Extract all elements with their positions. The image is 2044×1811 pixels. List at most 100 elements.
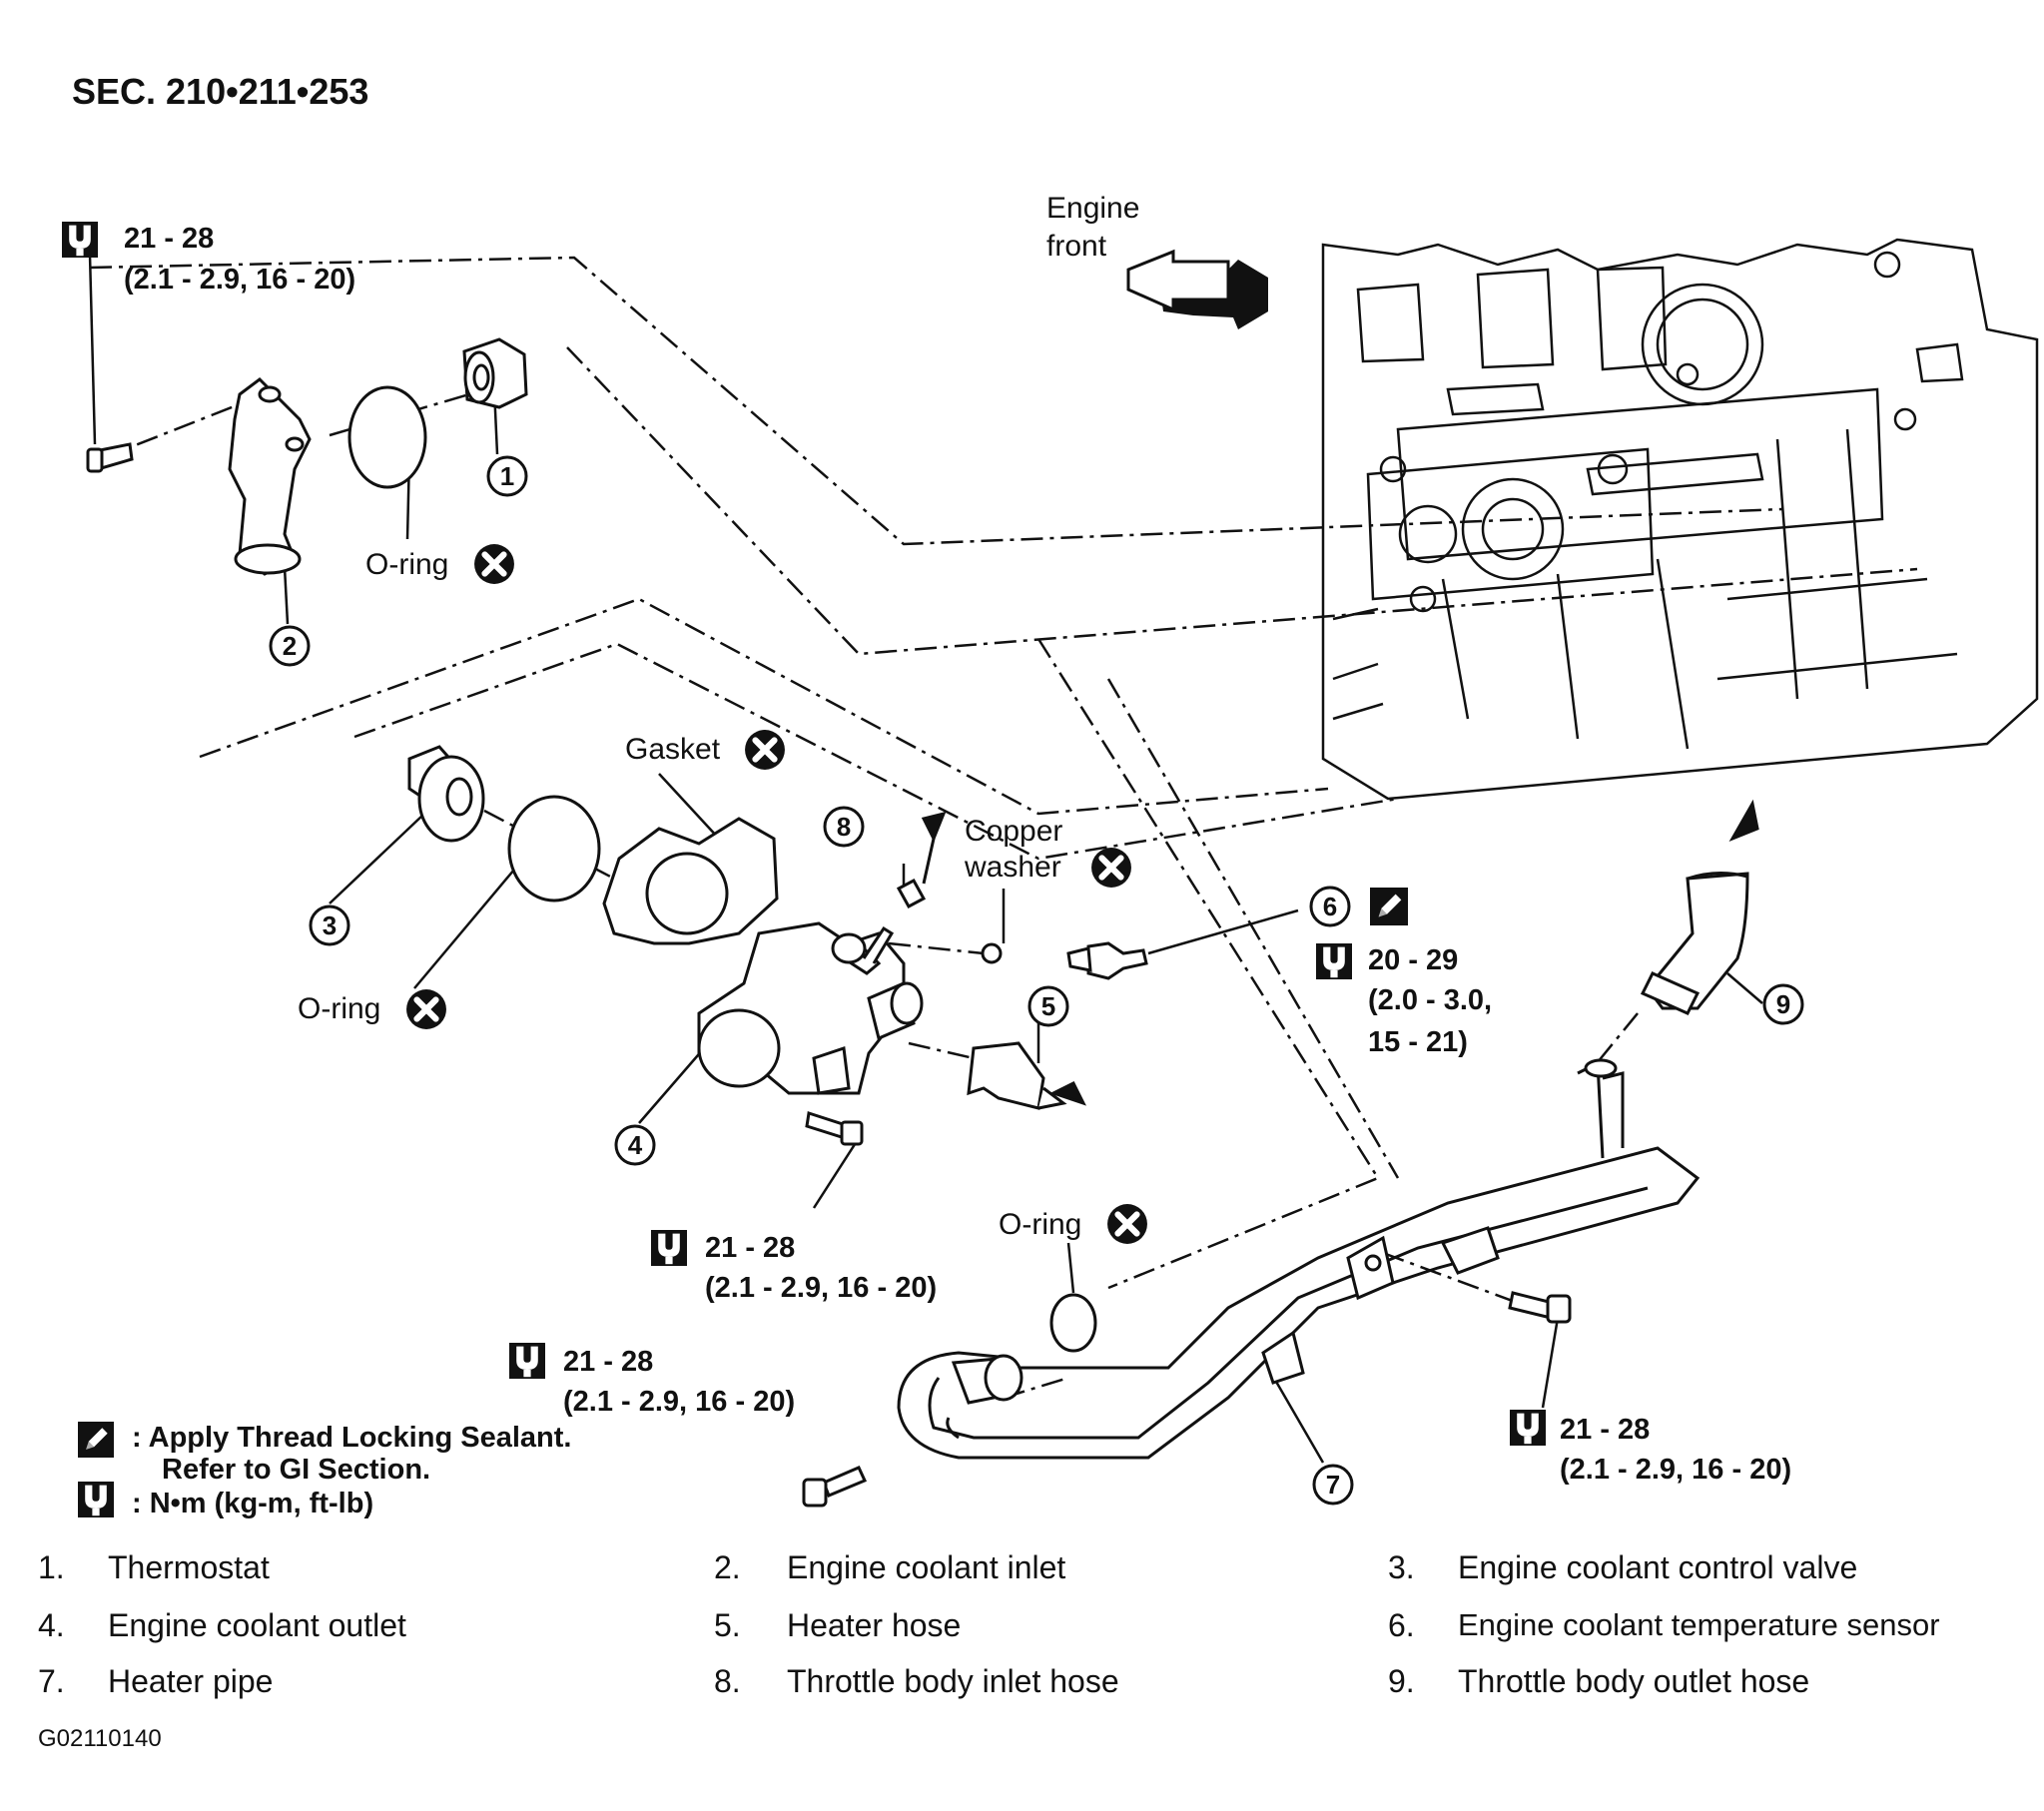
torque-icon [78,1482,114,1517]
pencil-icon [78,1422,114,1458]
torque-icon [651,1230,687,1266]
pipe-bolt-right-torque-top: 21 - 28 [1560,1414,1651,1446]
part-label-2: 2 [283,631,297,661]
x-circle-icon [1107,1204,1147,1244]
part-circle-4 [614,1124,656,1166]
legend-item-3-name: Engine coolant control valve [1458,1549,1858,1585]
part-label-3: 3 [323,910,337,940]
engine-block [1321,238,2039,801]
part-circle-7 [1312,1464,1354,1506]
x-circle-icon [406,989,446,1029]
pipe-bolt-right [1508,1291,1572,1324]
part-label-7: 7 [1326,1470,1340,1500]
housing-bolt [86,442,134,473]
torque-icon [62,222,98,258]
part-circle-5 [1027,985,1069,1027]
valve-oring [507,795,601,903]
throttle-body-inlet-hose [896,811,947,909]
thermostat [462,337,528,409]
copper-washer [981,942,1003,964]
key-torque-unit: : N•m (kg-m, ft-lb) [132,1488,374,1519]
part-label-4: 4 [628,1130,643,1160]
legend-item-2-number: 2. [714,1549,741,1585]
engine-coolant-control-valve [407,745,485,843]
legend-item-6-number: 6. [1388,1607,1415,1643]
part-circle-2 [269,625,311,667]
outlet-bolt [805,1111,864,1146]
legend-item-1-name: Thermostat [108,1549,270,1585]
key-sealant-line-2: Refer to GI Section. [162,1454,431,1486]
control-valve-boundary-inner [353,642,1399,861]
oring-label-valve: O-ring [298,992,381,1025]
outlet-to-block-line-a [1036,638,1380,1290]
torque-spec-top: 21 - 28 [124,223,215,255]
pipe-bolt-left-torque-top: 21 - 28 [563,1346,654,1378]
engine-coolant-outlet [697,921,924,1095]
pipe-oring [1049,1293,1097,1353]
upper-oring [347,385,427,489]
pipe-bolt-leader [1382,1251,1519,1305]
outlet-bolt-torque-range: (2.1 - 2.9, 16 - 20) [705,1272,938,1304]
oring-label-upper: O-ring [365,548,449,581]
part-label-1: 1 [500,461,514,491]
part-number-labels: 1 2 3 4 5 6 7 8 9 [283,461,1790,1500]
thermostat-housing-boundary [89,256,1783,546]
control-valve-boundary-outer [199,597,1329,816]
torque-icon [1316,943,1352,979]
part-label-5: 5 [1041,991,1055,1021]
pipe-bolt-left [802,1466,868,1508]
legend-item-8-name: Throttle body inlet hose [787,1663,1119,1699]
part-label-9: 9 [1776,989,1790,1019]
part-circle-8 [823,806,865,848]
pipe-bolt-right-torque-range: (2.1 - 2.9, 16 - 20) [1560,1454,1792,1486]
key-sealant-line-1: : Apply Thread Locking Sealant. [132,1422,572,1454]
copper-washer-label-1: Copper [965,815,1063,848]
gasket-port [645,852,729,935]
legend-item-9-number: 9. [1388,1663,1415,1699]
thermostat-housing-boundary-inner [566,346,1918,656]
part-circle-1 [486,455,528,497]
legend-item-5-name: Heater hose [787,1607,962,1643]
torque-icon [509,1343,545,1379]
oring-label-pipe: O-ring [999,1208,1082,1241]
part-circle-9 [1762,983,1804,1025]
engine-front-label-2: front [1046,230,1107,263]
legend-item-2-name: Engine coolant inlet [787,1549,1066,1585]
legend-item-4-number: 4. [38,1607,65,1643]
legend-item-1-number: 1. [38,1549,65,1585]
legend-item-9-name: Throttle body outlet hose [1458,1663,1810,1699]
part-label-6: 6 [1323,892,1337,921]
sensor-torque-bottom: 15 - 21) [1368,1026,1468,1058]
throttle-body-outlet-hose [1640,799,1759,1015]
legend-item-7-number: 7. [38,1663,65,1699]
engine-front-label-1: Engine [1046,192,1140,225]
pipe-bolt-left-torque-range: (2.1 - 2.9, 16 - 20) [563,1386,796,1418]
heater-hose-leader [908,1041,975,1060]
figure-id: G02110140 [38,1725,162,1752]
torque-spec-top-range: (2.1 - 2.9, 16 - 20) [124,264,356,296]
sensor-leader [888,941,985,955]
copper-washer-label-2: washer [965,851,1061,884]
part-circle-3 [309,905,350,946]
outlet-to-block-line-b [1106,678,1400,1179]
outlet-bolt-torque-top: 21 - 28 [705,1232,796,1264]
legend-item-6-name: Engine coolant temperature sensor [1458,1607,1940,1642]
gasket-label: Gasket [625,733,721,766]
pencil-icon [1370,888,1408,925]
torque-icon [1510,1410,1546,1446]
sealant-icons [78,888,1408,1458]
legend-item-5-number: 5. [714,1607,741,1643]
part-label-8: 8 [837,812,851,842]
heater-hose [967,1041,1086,1110]
x-circle-icon [474,544,514,584]
engine-coolant-inlet [228,377,312,576]
part-circle-6 [1309,886,1351,927]
sensor-torque-top: 20 - 29 [1368,944,1459,976]
legend-item-7-name: Heater pipe [108,1663,274,1699]
solid-leader-lines [88,254,1763,1464]
legend-item-3-number: 3. [1388,1549,1415,1585]
part-number-circles [269,455,1804,1506]
x-circle-icon [745,730,785,770]
